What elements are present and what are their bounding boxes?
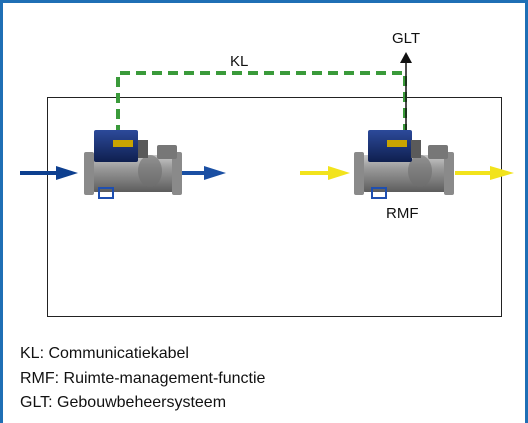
damper-unit-icon (354, 130, 454, 199)
legend-item-kl: KL: Communicatiekabel (20, 345, 189, 362)
communication-cable (116, 71, 407, 135)
flow-arrow-icon (20, 166, 78, 180)
damper-unit-icon (84, 130, 182, 199)
diagram-canvas (20, 52, 514, 199)
label-kl: KL (230, 53, 249, 70)
legend-item-glt: GLT: Gebouwbeheersysteem (20, 394, 227, 411)
label-rmf: RMF (386, 205, 419, 222)
flow-arrow-icon (182, 166, 226, 180)
arrow-up-icon (400, 52, 412, 131)
legend: KL: Communicatiekabel RMF: Ruimte-manage… (20, 342, 265, 416)
flow-arrow-icon (455, 166, 514, 180)
legend-item-rmf: RMF: Ruimte-management-functie (20, 369, 266, 387)
flow-arrow-icon (300, 166, 350, 180)
room-box (47, 97, 502, 317)
label-glt: GLT (392, 30, 421, 47)
